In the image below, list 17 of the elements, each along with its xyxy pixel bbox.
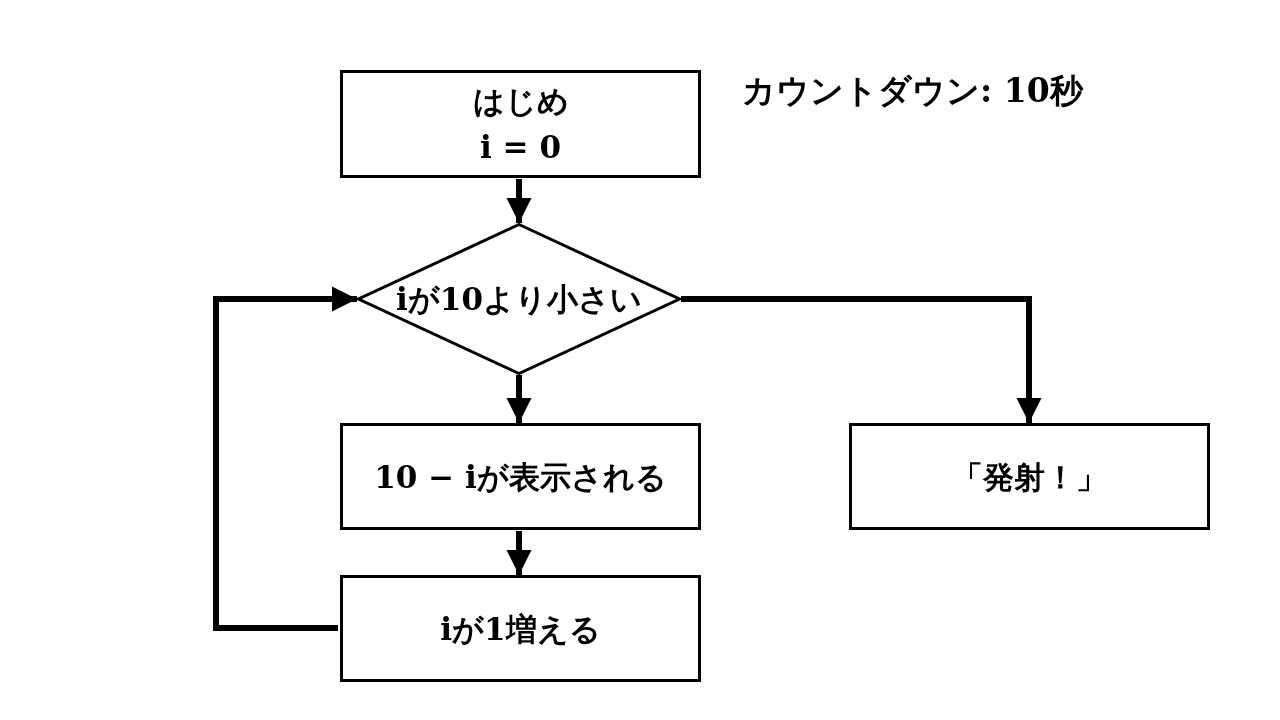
arrow <box>681 296 1042 423</box>
step-text: 「発射！」 <box>952 457 1107 497</box>
process-box <box>340 70 701 178</box>
arrow <box>506 531 532 575</box>
step-text: iが1増える <box>440 609 601 649</box>
arrow <box>506 179 532 223</box>
arrow <box>213 286 357 631</box>
step-text: 10 − iが表示される <box>374 457 667 497</box>
arrow <box>506 375 532 423</box>
process-box <box>340 423 701 530</box>
title-text: カウントダウン: 10秒 <box>742 70 1083 112</box>
condition-text: iが10より小さい <box>396 280 642 319</box>
step-text: はじめ <box>472 82 569 121</box>
process-box <box>849 423 1210 530</box>
process-box <box>340 575 701 682</box>
step-text: i = 0 <box>480 128 561 167</box>
decision-diamond <box>357 223 681 375</box>
